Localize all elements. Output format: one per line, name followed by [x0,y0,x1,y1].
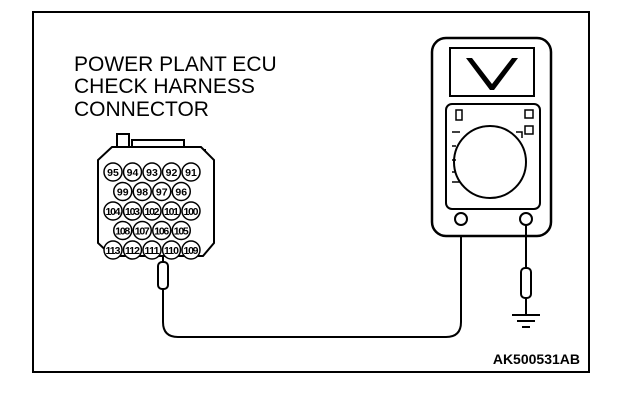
connector-pin-outline [152,220,172,241]
connector-pin-label: 91 [185,167,197,179]
connector-pin: 96 [171,181,191,202]
mode-button-3-icon [455,109,463,121]
volt-jack-right-icon [519,212,533,226]
com-jack-left-icon [454,212,468,226]
connector-pin-outline [132,220,152,241]
connector-pin-label: 101 [164,206,179,218]
connector-pin: 108 [113,220,133,241]
voltage-v-icon [466,58,518,90]
connector-pin: 103 [122,201,143,221]
connector-pin-label: 95 [107,167,119,179]
connector-pin: 110 [161,240,182,260]
connector-title: POWER PLANT ECU CHECK HARNESS CONNECTOR [74,53,277,121]
connector-pin-outline [103,201,123,221]
mode-button-2-icon [524,125,534,135]
mode-button-1-icon [524,109,534,119]
connector-pin-label: 97 [156,187,168,199]
connector-pin: 92 [161,162,182,182]
title-line-1: POWER PLANT ECU [74,53,277,76]
connector-pin: 107 [132,220,152,241]
connector-pin: 113 [103,240,123,260]
diagram-frame [32,11,590,373]
connector-pin-label: 104 [106,206,121,218]
connector-pin: 97 [152,181,172,202]
connector-pin-label: 107 [135,226,150,238]
connector-pin-label: 92 [166,167,178,179]
connector-pin-outline [142,240,162,260]
connector-pin-outline [152,181,172,202]
connector-pin-outline [142,162,162,182]
connector-pin-label: 112 [125,245,140,257]
connector-pin-label: 94 [127,167,139,179]
test-lead-wire [162,220,462,338]
connector-pin-grid: 95 94 93 92 91 99 98 97 96 104 103 102 101 100 108 107 1… [103,162,201,260]
ground-lead [512,225,540,328]
connector-pin-label: 96 [175,187,187,199]
range-tick-marks [452,131,523,183]
connector-pin-label: 109 [184,245,199,257]
check-harness-connector: 95 94 93 92 91 99 98 97 96 104 103 102 101 100 108 107 1… [97,133,215,260]
connector-pin-outline [171,220,191,241]
connector-pin-outline [181,162,201,182]
connector-pin: 93 [142,162,162,182]
connector-pin: 112 [122,240,143,260]
connector-pin-outline [142,201,162,221]
connector-pin: 91 [181,162,201,182]
voltmeter [430,36,553,238]
connector-pin: 101 [161,201,182,221]
connector-pin-label: 110 [164,245,179,257]
connector-pin-label: 111 [145,245,160,257]
connector-pin-label: 98 [136,187,148,199]
connector-pin-outline [113,181,133,202]
connector-pin-outline [122,240,143,260]
connector-pin: 98 [132,181,152,202]
connector-pin-label: 106 [154,226,169,238]
connector-pin-outline [103,240,123,260]
connector-pin-outline [122,201,143,221]
connector-pin: 95 [103,162,123,182]
title-line-2: CHECK HARNESS [74,75,255,98]
connector-pin-outline [181,201,201,221]
connector-pin-outline [113,220,133,241]
connector-pin-outline [181,240,201,260]
test-probe-connector-side [157,255,169,296]
connector-pin: 102 [142,201,162,221]
connector-pin-label: 108 [115,226,130,238]
connector-pin-outline [161,240,182,260]
connector-pin: 106 [152,220,172,241]
connector-pin: 94 [122,162,143,182]
connector-pin: 104 [103,201,123,221]
connector-pin-label: 99 [117,187,129,199]
ground-symbol-icon [512,314,540,328]
connector-pin-label: 93 [146,167,158,179]
title-line-3: CONNECTOR [74,98,209,121]
connector-pin: 109 [181,240,201,260]
connector-pin-label: 103 [125,206,140,218]
connector-pin-label: 105 [174,226,189,238]
connector-pin: 100 [181,201,201,221]
connector-pin-outline [161,162,182,182]
connector-pin: 111 [142,240,162,260]
connector-pin-outline [103,162,123,182]
connector-pin-label: 113 [106,245,121,257]
connector-pin-outline [171,181,191,202]
connector-pin-label: 100 [184,206,199,218]
connector-pin: 99 [113,181,133,202]
connector-pin-outline [132,181,152,202]
rotary-selector-dial-icon [453,125,527,199]
connector-pin-outline [161,201,182,221]
connector-pin-outline [122,162,143,182]
connector-pin-label: 102 [145,206,160,218]
figure-code: AK500531AB [493,351,580,367]
connector-pin: 105 [171,220,191,241]
